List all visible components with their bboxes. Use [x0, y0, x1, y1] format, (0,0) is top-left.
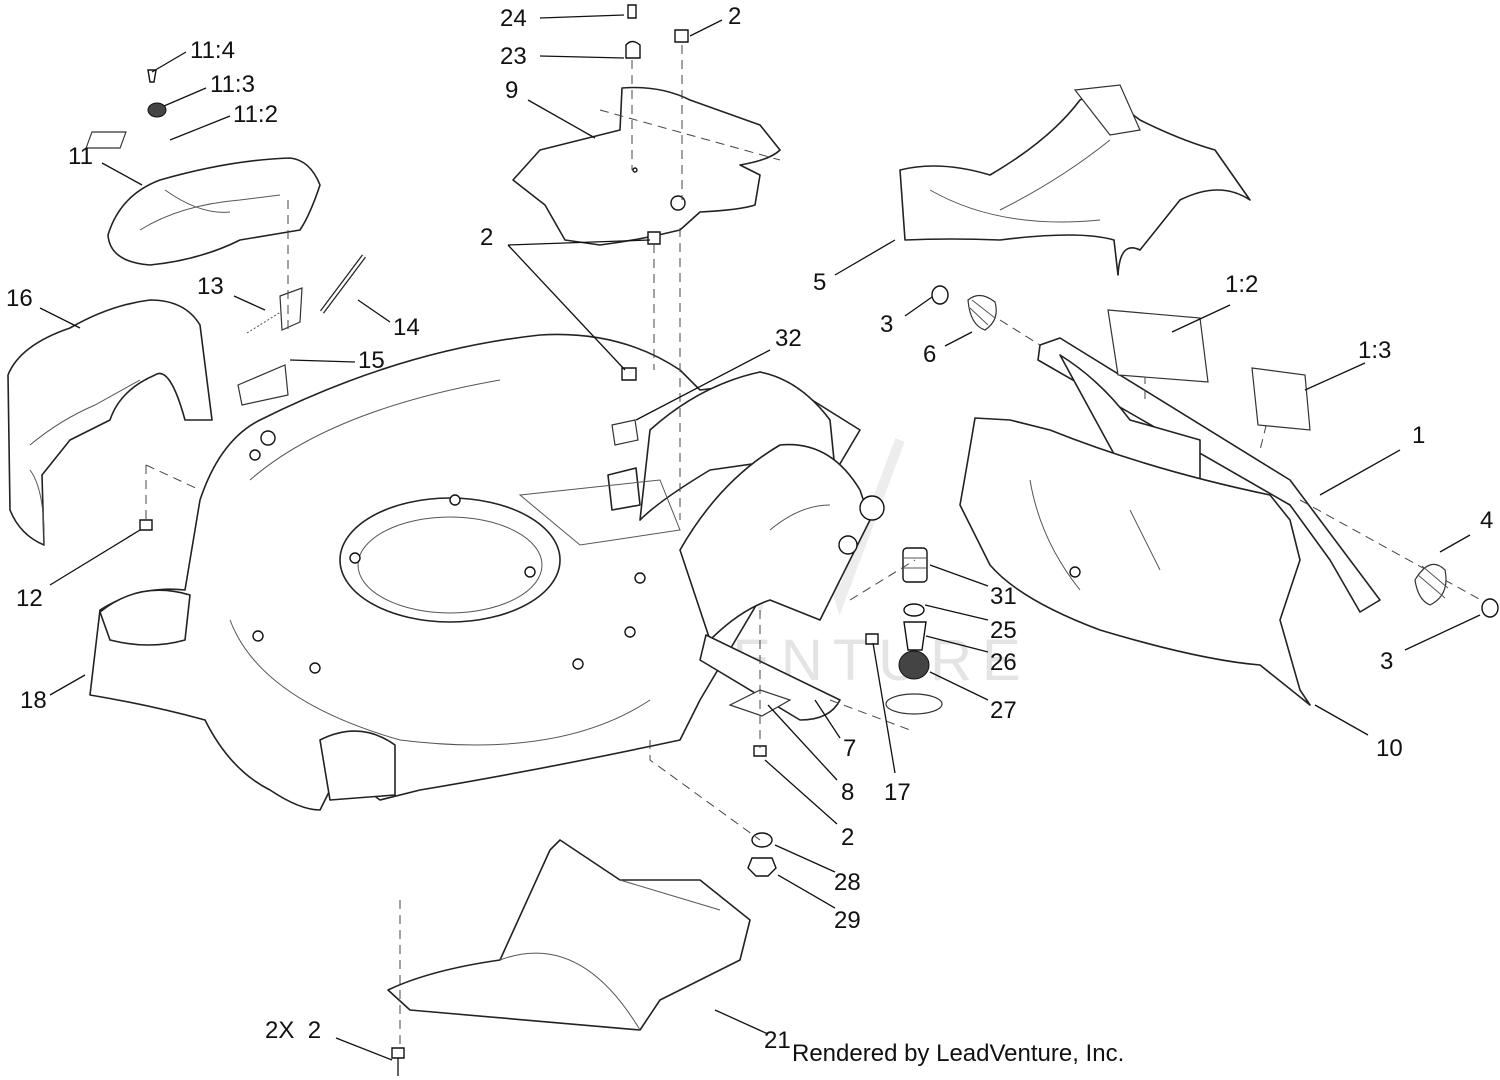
callout-2x-2: 2X 2 [265, 1017, 321, 1044]
callout-18: 18 [20, 687, 47, 714]
callout-5: 5 [813, 269, 826, 296]
callout-25: 25 [990, 617, 1017, 644]
callout-11-4: 11:4 [190, 37, 235, 64]
callout-2-mid: 2 [480, 224, 493, 251]
part-16-rear-guard [7, 299, 213, 546]
part-5-bag-frame [899, 84, 1251, 276]
assembly-lines [145, 45, 916, 1048]
part-32-engine-mount [518, 371, 836, 546]
callout-32: 32 [775, 325, 802, 352]
fastener-hardware [139, 4, 879, 1076]
callout-9: 9 [505, 77, 518, 104]
render-credit: Rendered by LeadVenture, Inc. [792, 1040, 1125, 1067]
decals-1-2-1-3 [1107, 309, 1311, 431]
callout-23: 23 [500, 43, 527, 70]
callout-11: 11 [68, 143, 93, 170]
part-7-chute-door [679, 443, 885, 721]
callout-3-top: 3 [880, 311, 893, 338]
callout-11-2: 11:2 [233, 101, 278, 128]
part-10-rear-door [959, 417, 1311, 706]
callout-27: 27 [990, 697, 1017, 724]
callout-2-low: 2 [841, 824, 854, 851]
callout-4: 4 [1480, 507, 1493, 534]
callout-7: 7 [843, 735, 856, 762]
callout-12: 12 [16, 585, 43, 612]
callout-10: 10 [1376, 735, 1403, 762]
callout-11-3: 11:3 [210, 71, 255, 98]
callout-21: 21 [764, 1027, 791, 1054]
parts-13-14-15 [237, 254, 366, 406]
callout-14: 14 [393, 314, 420, 341]
callout-31: 31 [990, 583, 1017, 610]
part-9-top-cover [512, 86, 781, 246]
parts-31-25-26-27 [885, 547, 943, 715]
callout-17: 17 [884, 779, 911, 806]
parts-3-6-spring [931, 285, 997, 331]
callout-13: 13 [197, 273, 224, 300]
callout-29: 29 [834, 907, 861, 934]
callout-1-2: 1:2 [1225, 271, 1258, 298]
callout-2-top: 2 [728, 3, 741, 30]
leader-lines [39, 14, 1481, 1061]
callout-1-3: 1:3 [1358, 337, 1391, 364]
callout-labels: 24 23 2 9 11:4 11:3 11:2 11 16 13 14 15 … [6, 3, 1493, 1054]
callout-24: 24 [500, 5, 527, 32]
callout-6: 6 [923, 341, 936, 368]
callout-1: 1 [1412, 422, 1425, 449]
part-21-discharge-chute [387, 839, 751, 1031]
callout-8: 8 [841, 779, 854, 806]
parts-4-3-right [1414, 563, 1499, 618]
callout-3-right: 3 [1380, 648, 1393, 675]
part-11-rear-cover [85, 131, 321, 266]
callout-15: 15 [358, 347, 385, 374]
callout-16: 16 [6, 285, 33, 312]
callout-26: 26 [990, 649, 1017, 676]
callout-28: 28 [834, 869, 861, 896]
